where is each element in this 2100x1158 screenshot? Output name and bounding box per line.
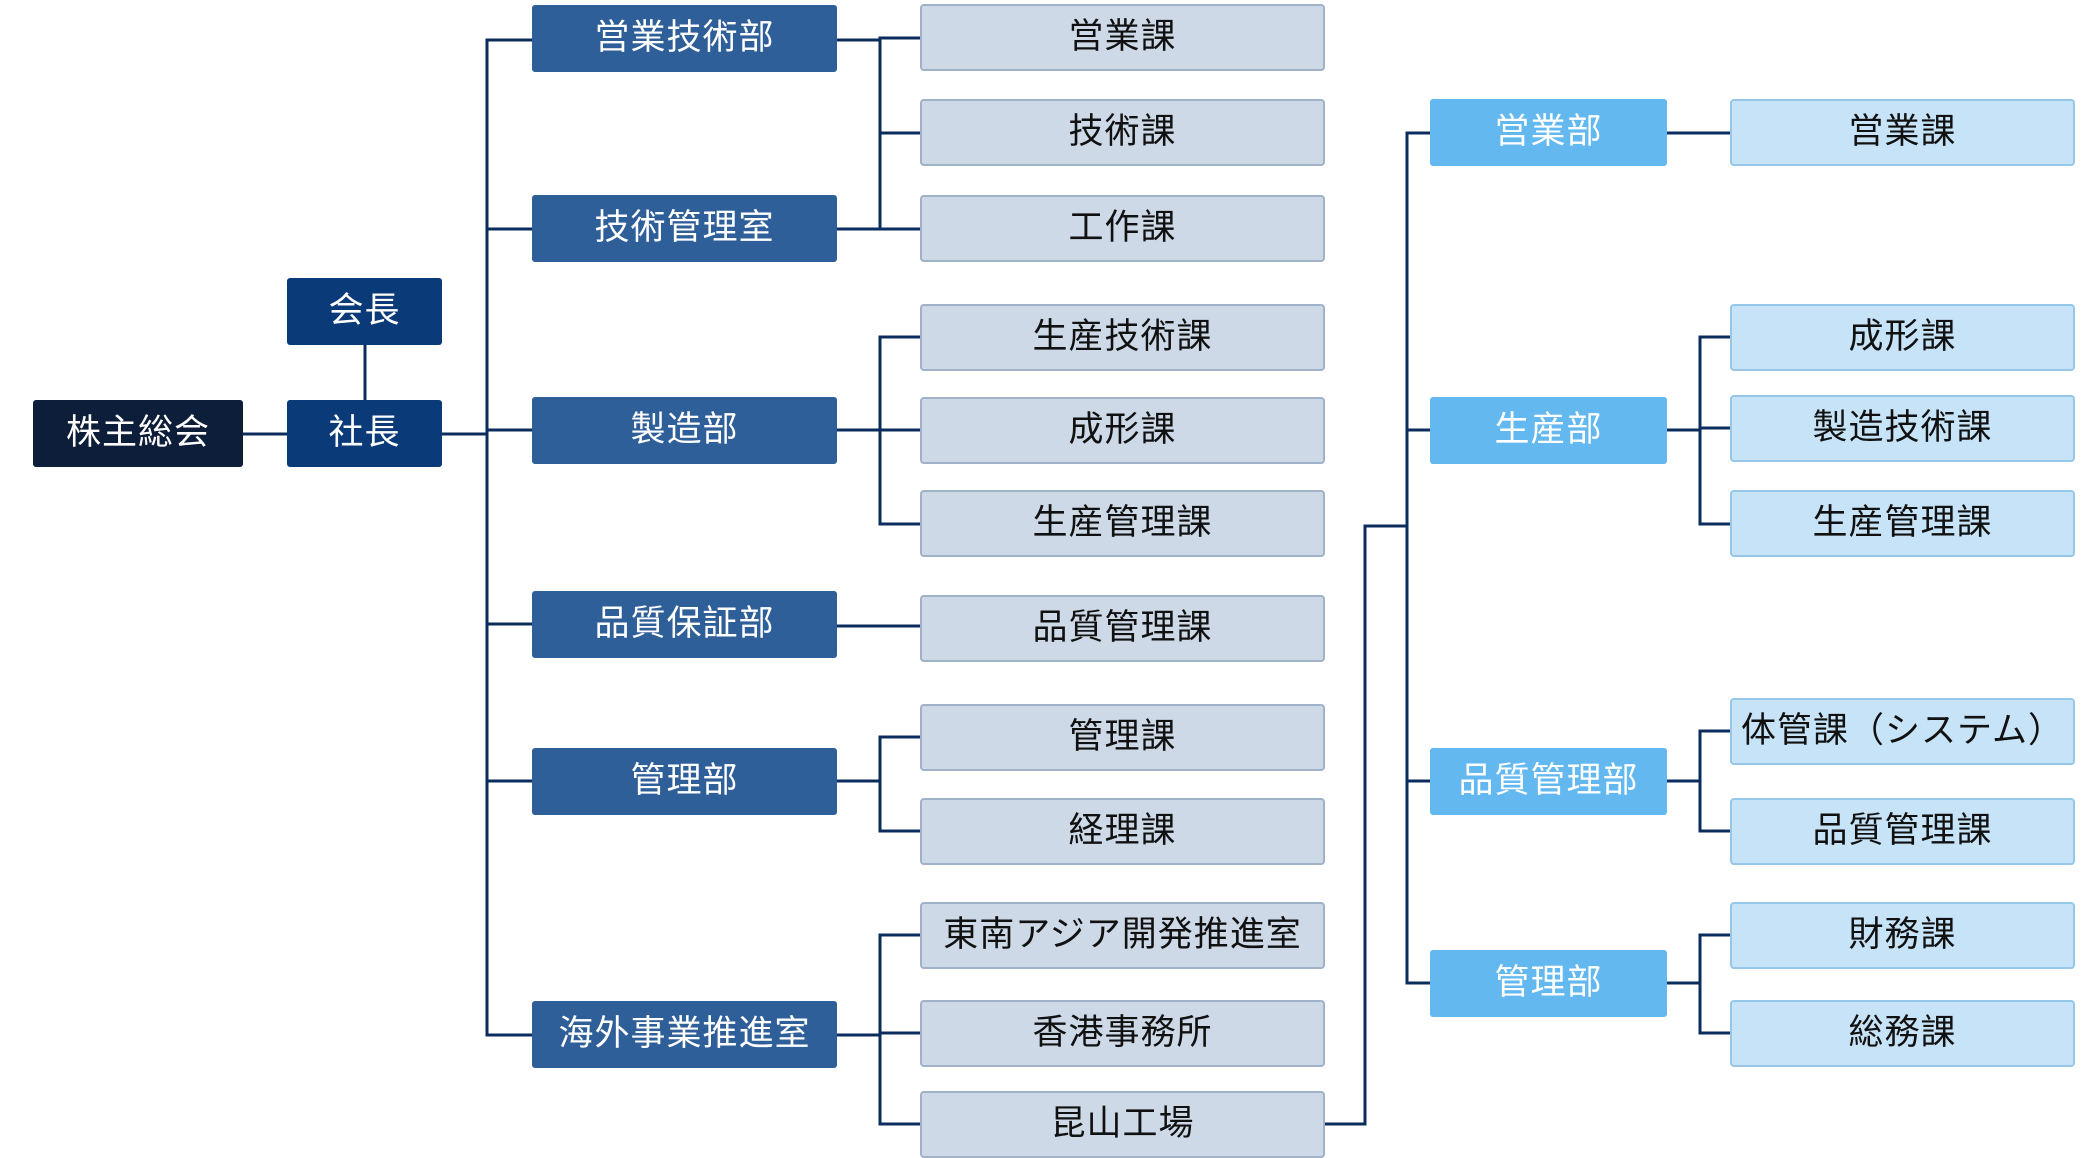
section-sales: 営業課 <box>920 4 1325 71</box>
kunshan-section-label: 体管課（システム） <box>1741 711 2064 751</box>
kunshan-section-molding: 成形課 <box>1730 304 2075 371</box>
kunshan-section-label: 総務課 <box>1848 1013 1957 1053</box>
department-technical-management: 技術管理室 <box>532 195 837 262</box>
department-label: 海外事業推進室 <box>558 1014 811 1054</box>
kunshan-section-quality-control: 品質管理課 <box>1730 798 2075 865</box>
kunshan-department-label: 生産部 <box>1494 410 1603 450</box>
section-label: 昆山工場 <box>1050 1104 1195 1144</box>
kunshan-section-general-affairs: 総務課 <box>1730 1000 2075 1067</box>
department-label: 製造部 <box>630 410 739 450</box>
kunshan-section-sales: 営業課 <box>1730 99 2075 166</box>
kunshan-section-production-control: 生産管理課 <box>1730 490 2075 557</box>
department-label: 管理部 <box>630 761 739 801</box>
kunshan-section-label: 財務課 <box>1848 915 1957 955</box>
kunshan-department-administration: 管理部 <box>1430 950 1667 1017</box>
section-label: 生産管理課 <box>1032 503 1213 543</box>
president-label: 社長 <box>328 413 401 453</box>
shareholders-meeting-label: 株主総会 <box>65 413 210 453</box>
department-manufacturing: 製造部 <box>532 397 837 464</box>
section-management: 管理課 <box>920 704 1325 771</box>
chairman-label: 会長 <box>328 291 401 331</box>
section-hong-kong-office: 香港事務所 <box>920 1000 1325 1067</box>
section-engineering: 技術課 <box>920 99 1325 166</box>
department-quality-assurance: 品質保証部 <box>532 591 837 658</box>
section-label: 管理課 <box>1068 717 1177 757</box>
section-label: 品質管理課 <box>1032 608 1213 648</box>
chairman-box: 会長 <box>287 278 442 345</box>
section-label: 香港事務所 <box>1032 1013 1213 1053</box>
kunshan-department-label: 管理部 <box>1494 963 1603 1003</box>
section-production-control: 生産管理課 <box>920 490 1325 557</box>
kunshan-section-finance: 財務課 <box>1730 902 2075 969</box>
department-overseas-business: 海外事業推進室 <box>532 1001 837 1068</box>
section-production-engineering: 生産技術課 <box>920 304 1325 371</box>
kunshan-section-label: 成形課 <box>1848 317 1957 357</box>
kunshan-department-label: 品質管理部 <box>1458 761 1639 801</box>
section-label: 成形課 <box>1068 410 1177 450</box>
section-label: 工作課 <box>1068 208 1177 248</box>
section-label: 東南アジア開発推進室 <box>943 915 1302 955</box>
kunshan-department-production: 生産部 <box>1430 397 1667 464</box>
kunshan-department-label: 営業部 <box>1494 112 1603 152</box>
section-label: 経理課 <box>1068 811 1177 851</box>
section-molding: 成形課 <box>920 397 1325 464</box>
kunshan-section-manufacturing-engineering: 製造技術課 <box>1730 395 2075 462</box>
kunshan-section-label: 品質管理課 <box>1812 811 1993 851</box>
shareholders-meeting-box: 株主総会 <box>33 400 243 467</box>
kunshan-section-system-management: 体管課（システム） <box>1730 698 2075 765</box>
kunshan-department-sales: 営業部 <box>1430 99 1667 166</box>
section-accounting: 経理課 <box>920 798 1325 865</box>
department-administration: 管理部 <box>532 748 837 815</box>
kunshan-section-label: 製造技術課 <box>1812 408 1993 448</box>
section-quality-control: 品質管理課 <box>920 595 1325 662</box>
section-workshop: 工作課 <box>920 195 1325 262</box>
department-sales-engineering: 営業技術部 <box>532 5 837 72</box>
department-label: 技術管理室 <box>594 208 775 248</box>
kunshan-department-quality-control: 品質管理部 <box>1430 748 1667 815</box>
president-box: 社長 <box>287 400 442 467</box>
section-label: 生産技術課 <box>1032 317 1213 357</box>
department-label: 営業技術部 <box>594 18 775 58</box>
kunshan-section-label: 営業課 <box>1848 112 1957 152</box>
kunshan-section-label: 生産管理課 <box>1812 503 1993 543</box>
section-southeast-asia-development: 東南アジア開発推進室 <box>920 902 1325 969</box>
section-label: 営業課 <box>1068 17 1177 57</box>
section-label: 技術課 <box>1068 112 1177 152</box>
section-kunshan-factory: 昆山工場 <box>920 1091 1325 1158</box>
department-label: 品質保証部 <box>594 604 775 644</box>
